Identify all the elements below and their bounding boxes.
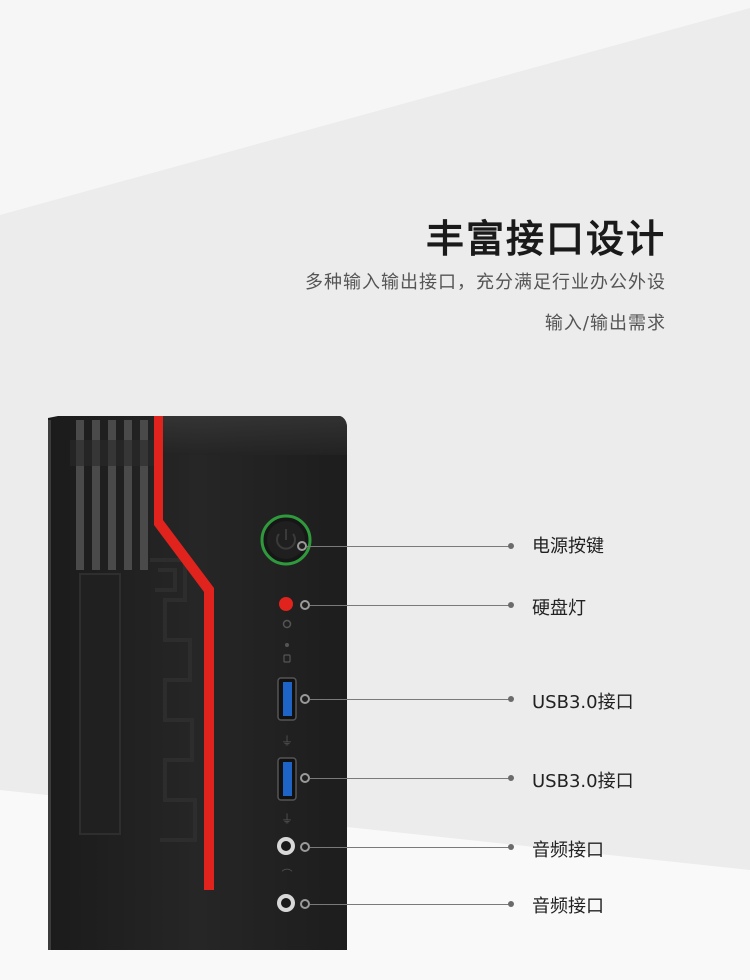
audio-jack-2-leader-dot (508, 901, 514, 907)
usb-port-2-leader-dot (508, 775, 514, 781)
svg-text:⌒: ⌒ (282, 868, 293, 881)
audio-jack-2-label: 音频接口 (532, 896, 604, 917)
audio-jack-2-leader-line (310, 904, 511, 905)
hdd-led-label: 硬盘灯 (532, 598, 586, 619)
hdd-led-marker (300, 600, 310, 610)
usb-port-1-label: USB3.0接口 (532, 692, 634, 713)
hdd-led-leader-dot (508, 602, 514, 608)
audio-jack-1-marker (300, 842, 310, 852)
usb-port-1-marker (300, 694, 310, 704)
power-button-leader-dot (508, 543, 514, 549)
section-title: 丰富接口设计 (425, 217, 666, 261)
usb-port-2-marker (300, 773, 310, 783)
section-subtitle-line-1: 多种输入输出接口，充分满足行业办公外设 (305, 272, 666, 293)
usb-port-1-leader-line (310, 699, 511, 700)
audio-jack-1-leader-line (310, 847, 511, 848)
power-button-marker (297, 541, 307, 551)
svg-text:⏚: ⏚ (281, 812, 293, 826)
audio-jack-1-label: 音频接口 (532, 840, 604, 861)
svg-text:⏚: ⏚ (281, 734, 293, 748)
usb-port-1-leader-dot (508, 696, 514, 702)
usb-port-2-label: USB3.0接口 (532, 771, 634, 792)
power-button-label: 电源按键 (532, 536, 604, 557)
section-subtitle-line-2: 输入/输出需求 (544, 313, 666, 334)
audio-jack-2-marker (300, 899, 310, 909)
audio-jack-1-leader-dot (508, 844, 514, 850)
usb-port-2-leader-line (310, 778, 511, 779)
power-button-leader-line (307, 546, 511, 547)
hdd-led-leader-line (310, 605, 511, 606)
